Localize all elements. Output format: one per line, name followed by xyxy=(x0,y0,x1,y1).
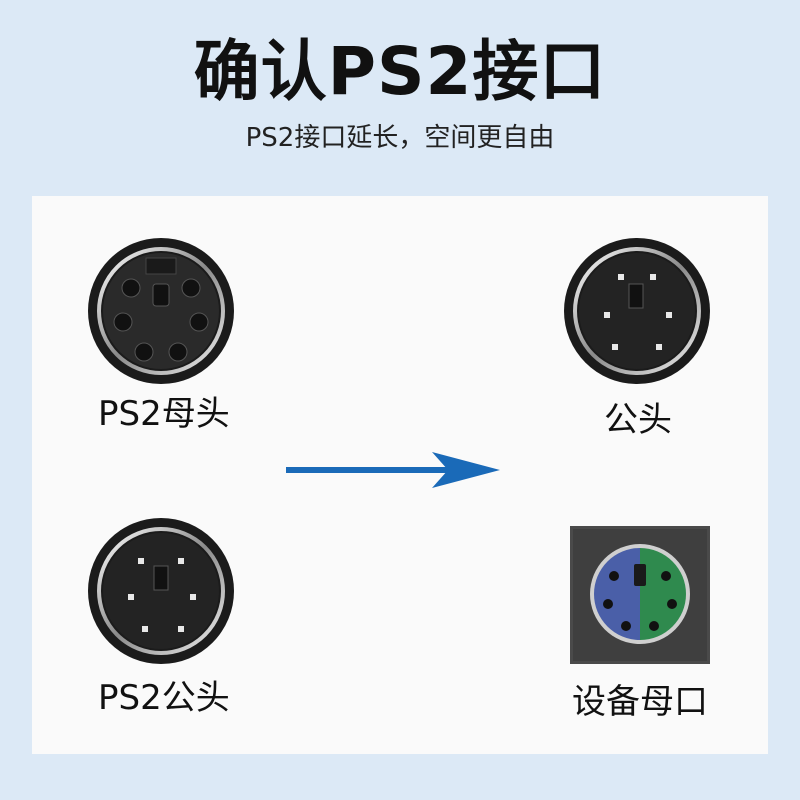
page-title: 确认PS2接口 xyxy=(193,33,607,110)
device-port-label: 设备母口 xyxy=(572,682,708,722)
ps2-female-label: PS2母头 xyxy=(98,394,230,434)
ps2-male-connector-icon xyxy=(88,518,234,664)
arrow-right-icon xyxy=(286,452,500,488)
ps2-device-port-icon xyxy=(570,526,710,664)
ps2-male-label: PS2公头 xyxy=(98,678,230,718)
ps2-male-connector-icon xyxy=(564,238,710,384)
ps2-female-connector-icon xyxy=(88,238,234,384)
male-top-label: 公头 xyxy=(604,400,672,440)
page-subtitle: PS2接口延长，空间更自由 xyxy=(245,123,555,153)
